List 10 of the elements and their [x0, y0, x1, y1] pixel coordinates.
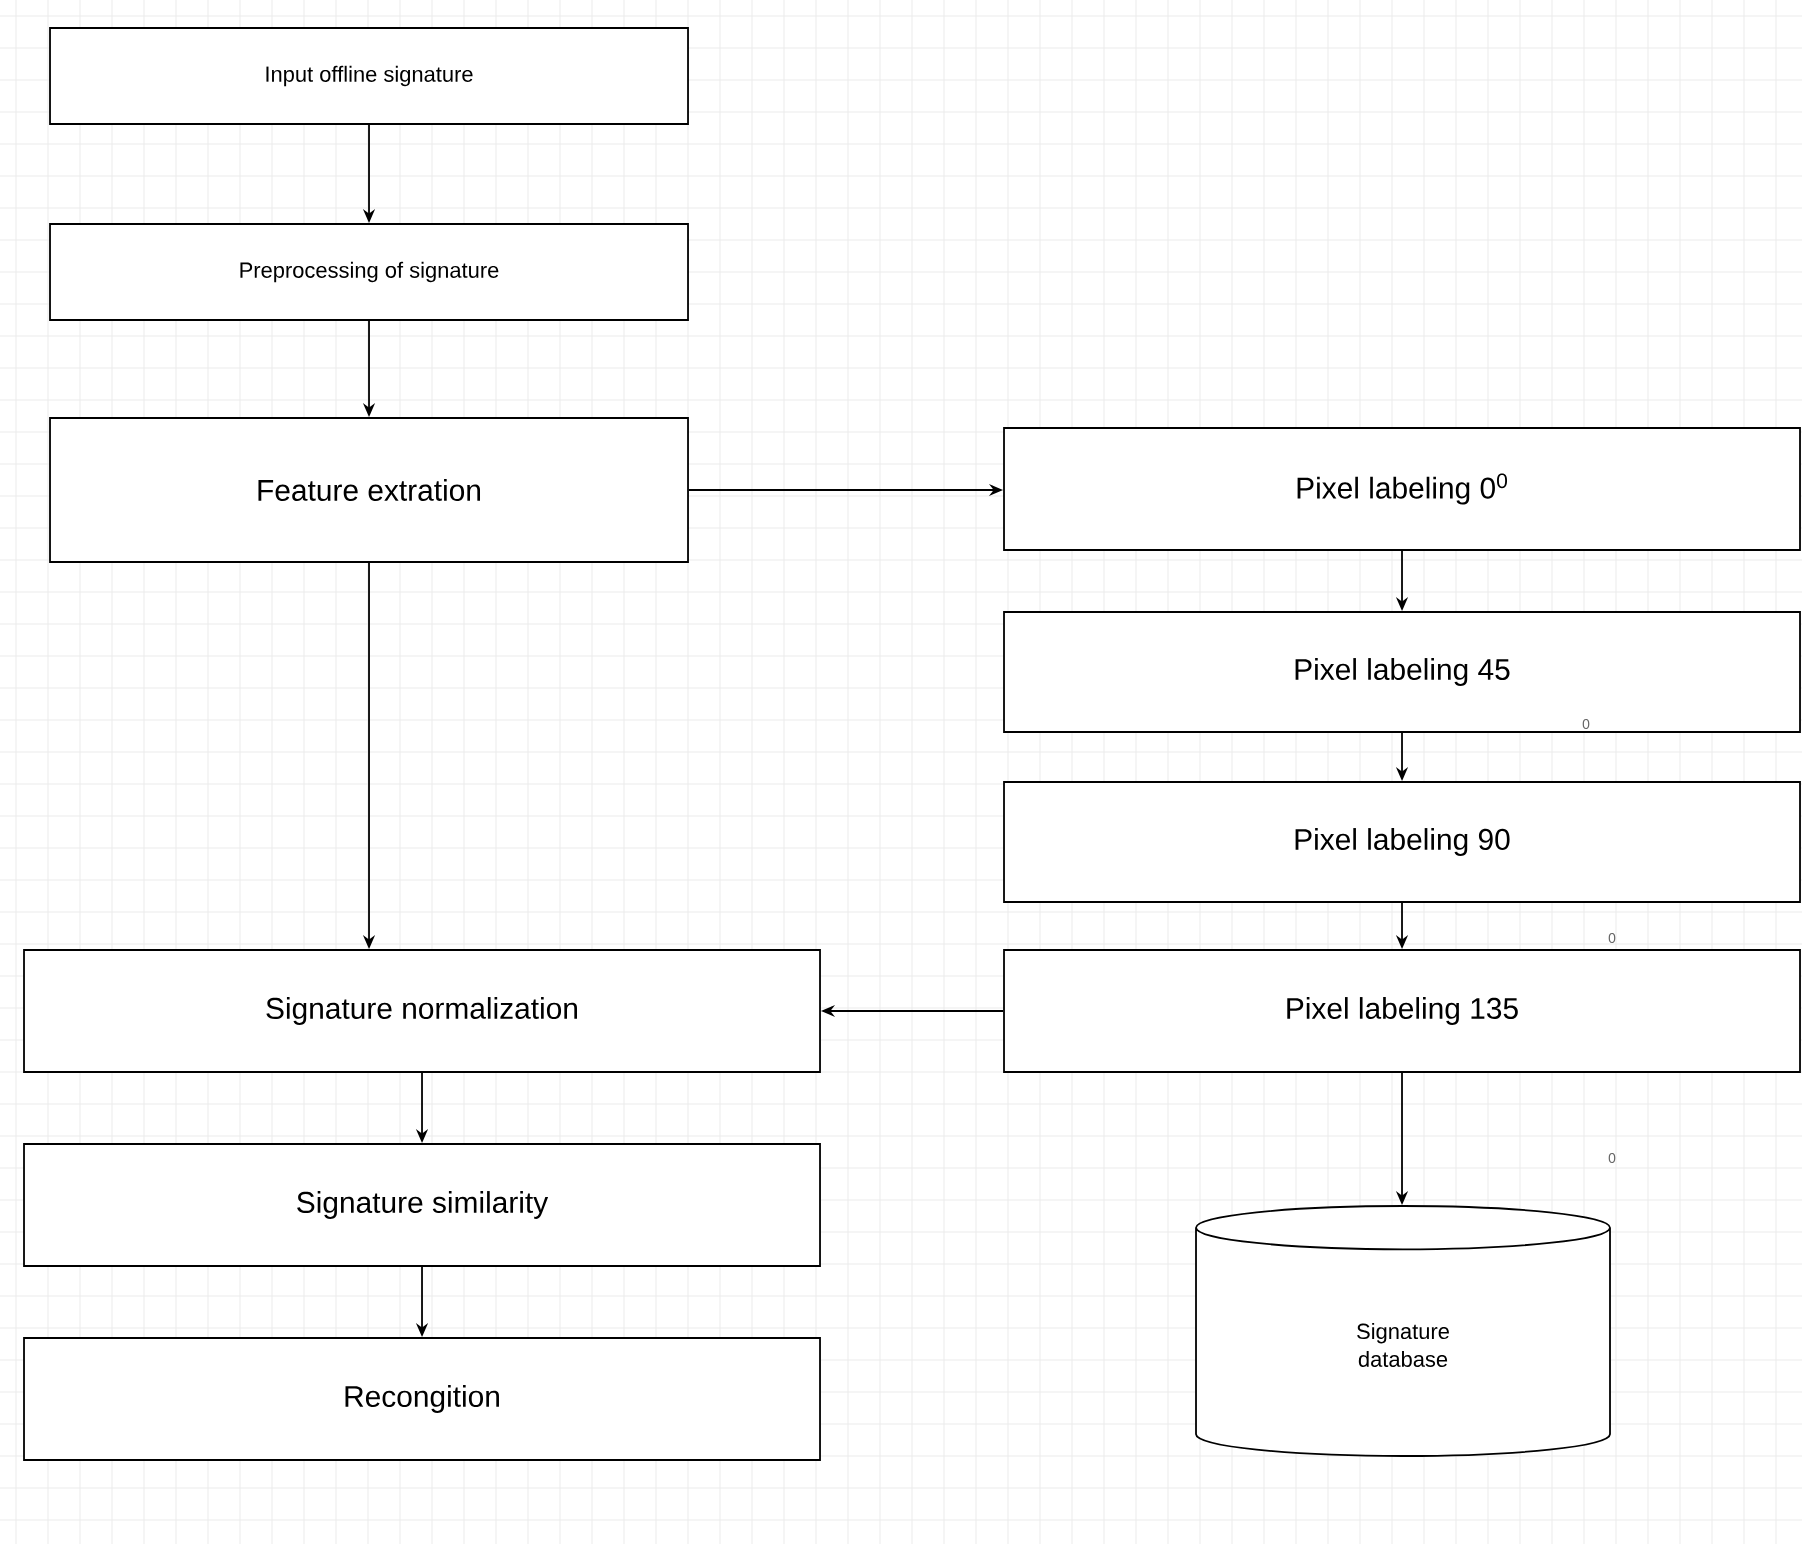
process-box: Pixel labeling 90	[1003, 781, 1801, 903]
process-box: Input offline signature	[49, 27, 689, 125]
process-box: Recongition	[23, 1337, 821, 1461]
process-box: Feature extration	[49, 417, 689, 563]
process-box: Signature similarity	[23, 1143, 821, 1267]
process-box: Pixel labeling 135	[1003, 949, 1801, 1073]
process-box: Pixel labeling 0$^{0}$	[1003, 427, 1801, 551]
database-cylinder: Signature database	[1195, 1205, 1611, 1457]
process-box: Signature normalization	[23, 949, 821, 1073]
process-box: Preprocessing of signature	[49, 223, 689, 321]
